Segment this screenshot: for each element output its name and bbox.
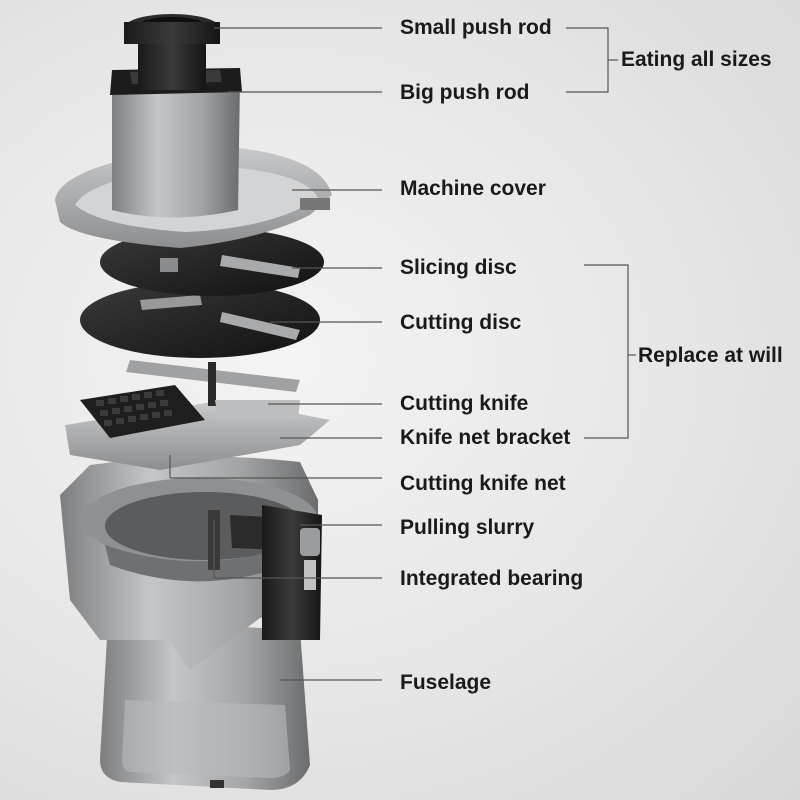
bracket-eating-all-sizes <box>566 27 609 93</box>
label-fuselage: Fuselage <box>400 671 492 694</box>
label-replace-at-will: Replace at will <box>638 344 783 367</box>
label-knife-net-bracket: Knife net bracket <box>400 426 571 449</box>
small-push-rod-part <box>124 14 220 90</box>
fuselage-part <box>100 620 310 790</box>
label-machine-cover: Machine cover <box>400 177 546 200</box>
label-pulling-slurry: Pulling slurry <box>400 516 535 539</box>
big-push-rod-part <box>110 68 242 218</box>
label-eating-all-sizes: Eating all sizes <box>621 48 772 71</box>
housing-part <box>60 456 322 670</box>
cutting-disc-part <box>80 282 320 358</box>
label-cutting-knife-net: Cutting knife net <box>400 472 566 495</box>
label-integrated-bearing: Integrated bearing <box>400 567 584 590</box>
label-slicing-disc: Slicing disc <box>400 256 517 279</box>
label-cutting-disc: Cutting disc <box>400 311 522 334</box>
bracket-replace-at-will <box>584 264 629 439</box>
label-big-push-rod: Big push rod <box>400 81 530 104</box>
knife-net-bracket-part <box>65 385 330 470</box>
leader-lines <box>169 27 636 681</box>
label-small-push-rod: Small push rod <box>400 16 552 39</box>
label-cutting-knife: Cutting knife <box>400 392 529 415</box>
cutting-knife-part <box>126 360 300 420</box>
